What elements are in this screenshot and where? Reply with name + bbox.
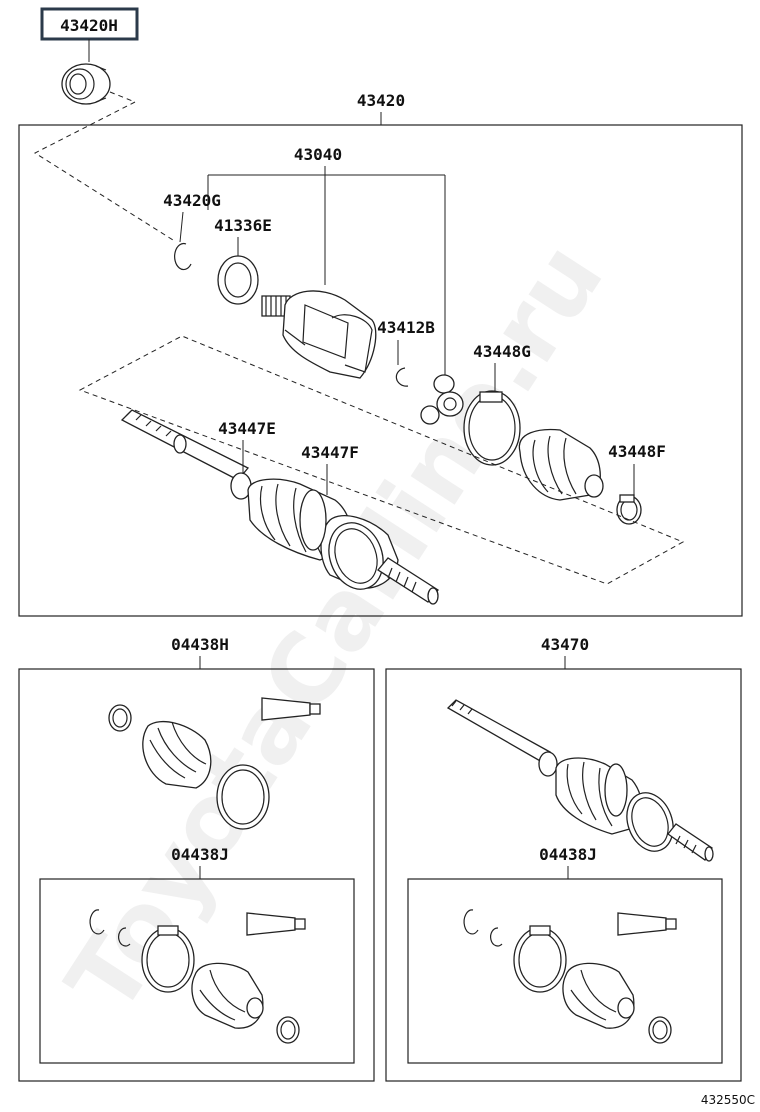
clamp-large <box>463 390 521 466</box>
kit-small-clamp-j-left <box>276 1016 300 1044</box>
snap-ring-j-left-1 <box>89 909 105 935</box>
label-04438H[interactable]: 04438H <box>171 635 229 654</box>
kit-frame-04438H <box>18 668 375 1082</box>
label-04438J-left[interactable]: 04438J <box>171 845 229 864</box>
drive-shaft-43470 <box>446 699 714 862</box>
snap-ring-j-right-2 <box>490 927 503 947</box>
snap-ring-j-left-2 <box>118 927 131 947</box>
label-43448F[interactable]: 43448F <box>608 442 666 461</box>
assembly-frame-43420 <box>18 124 743 617</box>
snap-ring-j-right-1 <box>463 909 479 935</box>
subassembly-region <box>78 335 685 585</box>
grease-tube-j-left <box>246 912 306 936</box>
kit-large-clamp-j-right <box>513 925 567 993</box>
diagram-code: 432550C <box>701 1093 755 1107</box>
tulip-housing <box>261 290 377 379</box>
label-41336E[interactable]: 41336E <box>214 216 272 235</box>
kit-large-clamp-h <box>216 764 270 830</box>
label-43420H[interactable]: 43420H <box>60 16 118 35</box>
label-43470[interactable]: 43470 <box>541 635 589 654</box>
kit-boot-h <box>142 720 212 789</box>
kit-boot-j-left <box>191 962 264 1029</box>
kit-frame-04438J-left <box>39 878 355 1064</box>
kit-frame-04438J-right <box>407 878 723 1064</box>
assembly-frame-43470 <box>385 668 742 1082</box>
top-part-label-frame <box>40 7 139 41</box>
tripod-spider <box>420 374 464 425</box>
kit-small-clamp-j-right <box>648 1016 672 1044</box>
label-43447F[interactable]: 43447F <box>301 443 359 462</box>
label-04438J-right[interactable]: 04438J <box>539 845 597 864</box>
snap-ring-outer <box>174 242 192 271</box>
label-43412B[interactable]: 43412B <box>377 318 435 337</box>
label-43040[interactable]: 43040 <box>294 145 342 164</box>
kit-small-clamp-h <box>108 704 132 732</box>
label-43448G[interactable]: 43448G <box>473 342 531 361</box>
grease-tube-j-right <box>617 912 677 936</box>
bearing-part <box>61 63 111 105</box>
label-43447E[interactable]: 43447E <box>218 419 276 438</box>
kit-large-clamp-j-left <box>141 925 195 993</box>
clamp-boot-ring <box>299 489 327 551</box>
seal-ring <box>217 255 259 305</box>
snap-ring-inner <box>395 367 409 387</box>
grease-tube-h <box>261 697 321 721</box>
boot-inboard <box>518 428 604 501</box>
label-43420[interactable]: 43420 <box>357 91 405 110</box>
label-43420G[interactable]: 43420G <box>163 191 221 210</box>
kit-boot-j-right <box>562 962 635 1029</box>
